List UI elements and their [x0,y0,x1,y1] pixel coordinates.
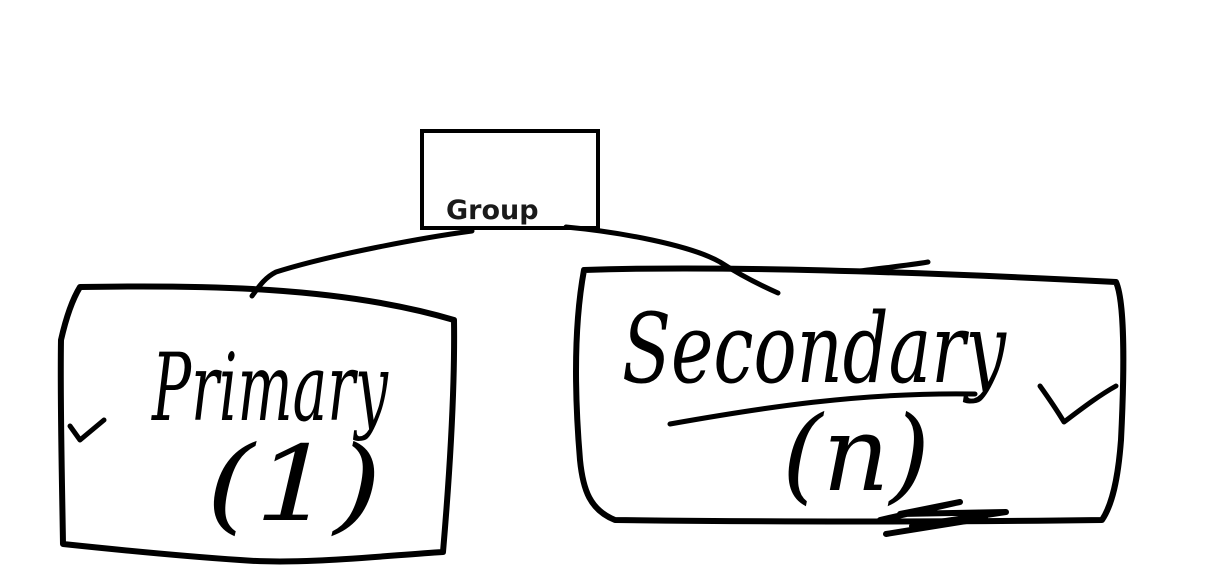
group-node: Group [420,129,600,230]
primary-checkmark [67,417,107,443]
primary-node-box [57,283,458,565]
primary-node-label: Primary [151,334,389,443]
secondary-node-multiplicity: (n) [782,393,930,515]
secondary-checkmark [1037,383,1119,425]
group-node-box [420,129,600,230]
secondary-node-box [573,265,1127,525]
secondary-scribble [877,499,1009,537]
primary-node-multiplicity: (1) [206,423,382,545]
secondary-node-label: Secondary [622,293,1007,405]
secondary-node: Secondary (n) [573,259,1127,537]
secondary-box-flourish [857,259,931,274]
primary-node: Primary (1) [57,283,458,565]
connector-group-to-primary [249,228,475,299]
secondary-underline [667,391,978,427]
group-node-label: Group [446,195,539,226]
connector-group-to-secondary [563,224,781,296]
